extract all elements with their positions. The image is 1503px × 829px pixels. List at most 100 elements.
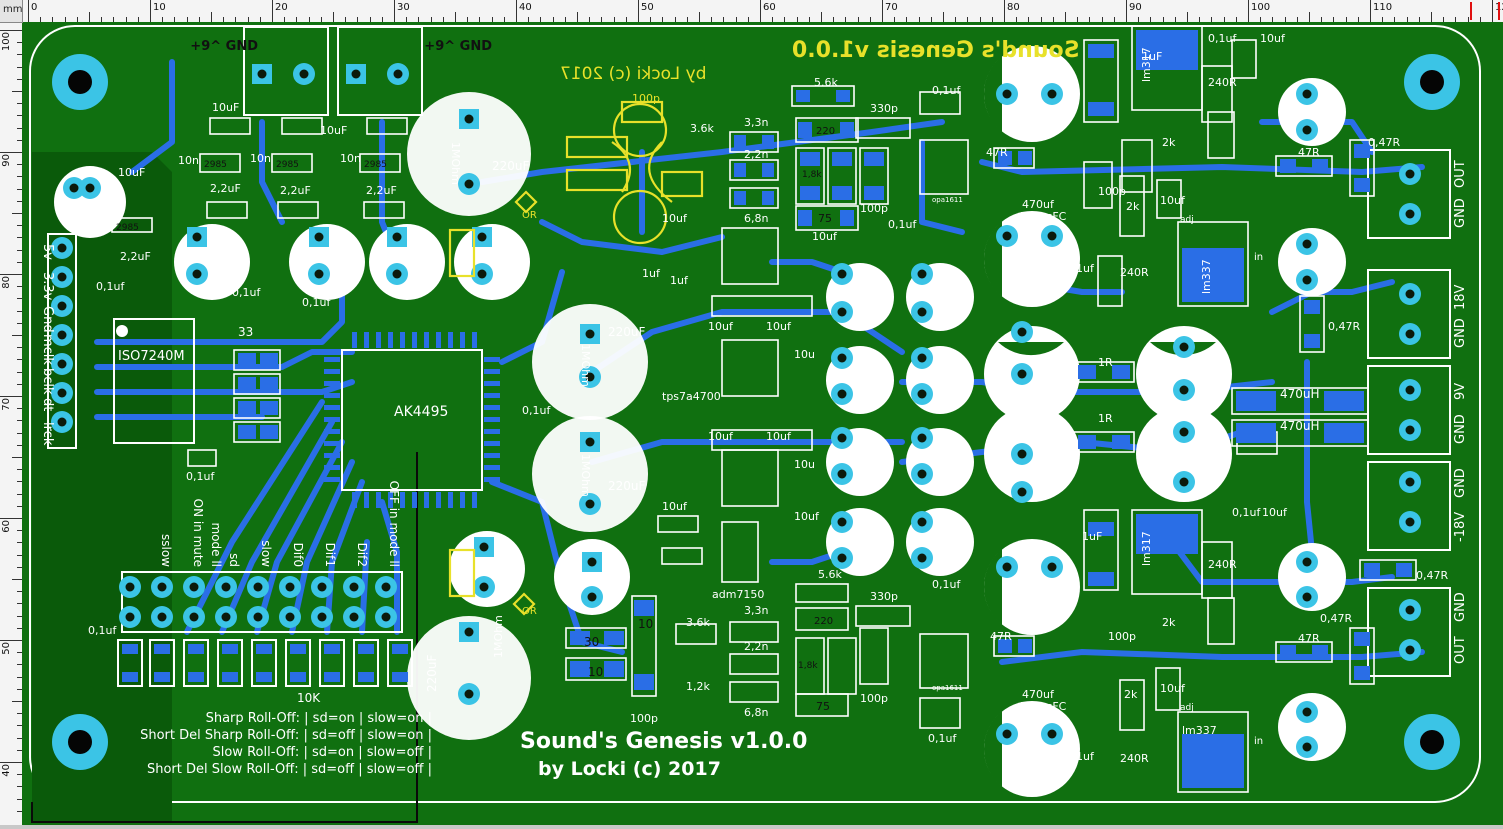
ruler-tick <box>1016 17 1018 22</box>
ruler-tick <box>577 12 578 22</box>
cursor-marker-2 <box>1498 2 1500 20</box>
lbl-56k-b: 5.6k <box>818 568 842 581</box>
lbl-240R-b: 240R <box>1120 266 1149 279</box>
ruler-tick <box>442 17 444 22</box>
ruler-label: 0 <box>31 2 38 13</box>
ruler-tick <box>17 554 22 556</box>
lbl-10uf-m4: 10uf <box>812 230 838 243</box>
lbl-10n-d: 10n <box>88 216 109 229</box>
pcb-drawing: Sound's Genesis v1.0.0 by Locki (c) 2017… <box>22 22 1503 825</box>
ruler-label: 40 <box>519 2 532 13</box>
ruler-tick <box>430 17 432 22</box>
pcb-canvas[interactable]: Sound's Genesis v1.0.0 by Locki (c) 2017… <box>22 22 1503 825</box>
ruler-unit-corner: mm <box>0 0 23 23</box>
ruler-tick <box>1284 17 1286 22</box>
ruler-tick <box>17 749 22 751</box>
hdr-lrck: lrck <box>40 422 55 446</box>
hdr-mclk: mclk <box>40 334 55 365</box>
smd-pads <box>238 30 1412 788</box>
roll-off-note-4: Short Del Slow Roll-Off: | sd=off | slow… <box>147 762 432 777</box>
lbl-10-a: 10 <box>588 665 603 679</box>
pwr-9v: 9V <box>1453 383 1468 400</box>
opa1611-bot-label: opa1611 <box>932 684 963 692</box>
ruler-tick <box>1382 17 1384 22</box>
ruler-tick <box>1065 12 1066 22</box>
ruler-tick <box>979 17 981 22</box>
ruler-tick <box>0 396 22 397</box>
lbl-10uF-c: 10uF <box>118 166 145 179</box>
ruler-tick <box>174 17 176 22</box>
lbl-470uf-b: 470uf <box>1022 688 1055 701</box>
ruler-tick <box>17 737 22 739</box>
ruler-tick <box>296 17 298 22</box>
cursor-marker-1 <box>1470 2 1472 20</box>
lbl-10uf-m8: 10uf <box>766 430 792 443</box>
ruler-tick <box>17 591 22 593</box>
lbl-10uf-m5: 10uf <box>708 320 734 333</box>
ruler-tick <box>1089 17 1091 22</box>
lm317-bot-label: lm317 <box>1140 531 1153 566</box>
ruler-tick <box>1040 17 1042 22</box>
lbl-75-b: 75 <box>816 700 830 713</box>
lbl-2985-d: 2985 <box>116 223 139 233</box>
ruler-tick <box>17 725 22 727</box>
mounting-holes <box>52 54 1460 770</box>
ruler-label: 70 <box>1 398 12 411</box>
lbl-47R-b: 47R <box>1298 146 1320 159</box>
lbl-22n-a: 2,2n <box>744 148 768 161</box>
ruler-tick <box>259 17 261 22</box>
ruler-tick <box>882 0 883 22</box>
ruler-tick <box>198 17 200 22</box>
lbl-33: 33 <box>238 325 253 339</box>
lbl-10uf-m7: 10uf <box>708 430 734 443</box>
ruler-tick <box>17 481 22 483</box>
lbl-10uf-m1: 10uf <box>662 500 688 513</box>
lbl-2985-b: 2985 <box>276 160 299 170</box>
ruler-tick <box>223 17 225 22</box>
lbl-1uF-a: 1uF <box>1142 50 1162 63</box>
ruler-tick <box>1052 17 1054 22</box>
i2s-header <box>47 233 77 449</box>
mirrored-title: Sound's Genesis v1.0.0 <box>792 38 1079 63</box>
ruler-label: 50 <box>641 2 654 13</box>
ruler-tick <box>17 664 22 666</box>
ruler-tick <box>17 383 22 385</box>
out-top-out: OUT <box>1453 160 1468 188</box>
ruler-tick <box>1357 17 1359 22</box>
ruler-tick <box>52 17 54 22</box>
ruler-tick <box>17 627 22 629</box>
ruler-tick <box>967 17 969 22</box>
ruler-tick <box>17 408 22 410</box>
lbl-240R-a: 240R <box>1208 76 1237 89</box>
ruler-tick <box>333 12 334 22</box>
ruler-tick <box>564 17 566 22</box>
ruler-tick <box>17 542 22 544</box>
out-bot-out: OUT <box>1453 636 1468 664</box>
ruler-tick <box>552 17 554 22</box>
pwr-18v-gnd: GND <box>1453 318 1468 348</box>
lbl-12k-b: 1,2k <box>686 680 710 693</box>
lbl-220uF-a: 220uF <box>492 159 530 173</box>
ruler-tick <box>17 164 22 166</box>
lbl-56k-a: 5.6k <box>814 76 838 89</box>
ruler-tick <box>406 17 408 22</box>
lbl-10-b: 10 <box>638 617 653 631</box>
ruler-tick <box>345 17 347 22</box>
ruler-label: 10 <box>153 2 166 13</box>
ruler-tick <box>12 701 22 702</box>
lbl-470uH-a: 470uH <box>1280 387 1320 401</box>
ruler-tick <box>638 0 639 22</box>
pwr-neg-gnd: GND <box>1453 468 1468 498</box>
ruler-tick <box>784 17 786 22</box>
lm317-top-label: lm317 <box>1140 47 1153 82</box>
ruler-tick <box>1162 17 1164 22</box>
lbl-047R-d: 0,47R <box>1320 612 1352 625</box>
ruler-tick <box>1418 17 1420 22</box>
ruler-tick <box>17 676 22 678</box>
lbl-22uF-a: 2,2uF <box>210 182 241 195</box>
ruler-tick <box>625 17 627 22</box>
roll-off-note-1: Sharp Roll-Off: | sd=on | slow=on | <box>206 711 432 726</box>
board-byline: by Locki (c) 2017 <box>538 758 721 780</box>
ruler-tick <box>857 17 859 22</box>
lbl-330p-b: 330p <box>870 590 898 603</box>
